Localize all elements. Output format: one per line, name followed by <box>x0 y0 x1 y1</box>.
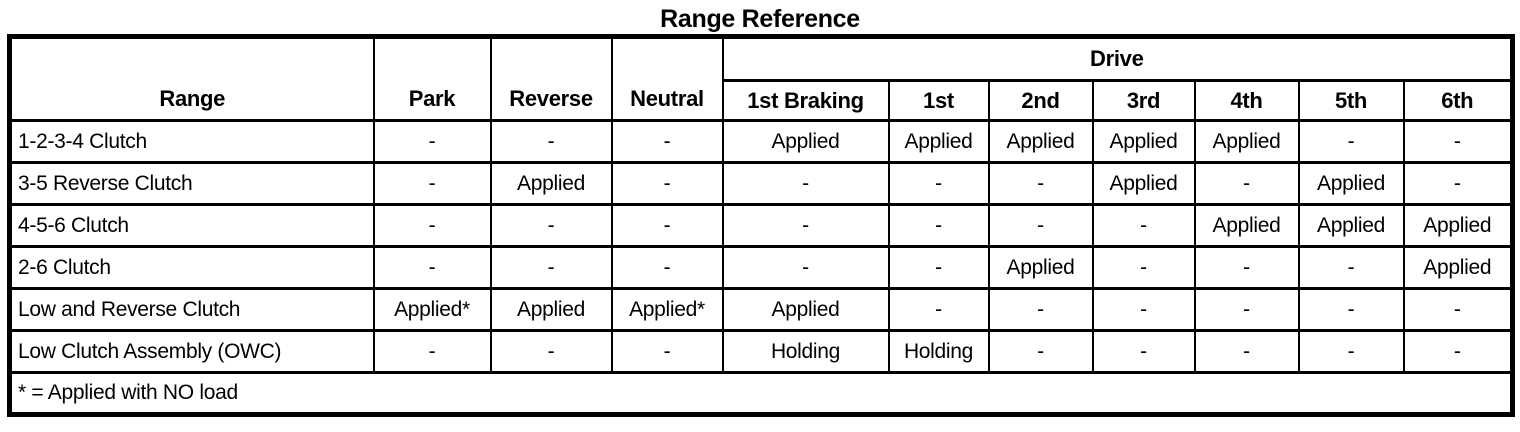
cell: - <box>489 203 613 248</box>
cell: - <box>1091 287 1196 332</box>
table-row: 2-6 Clutch - - - - - Applied - - - Appli… <box>8 245 1514 290</box>
column-header-2nd: 2nd <box>987 79 1094 122</box>
cell: - <box>610 161 724 206</box>
cell: - <box>372 329 492 374</box>
cell: Applied <box>987 119 1094 164</box>
cell: - <box>721 203 890 248</box>
cell: Applied <box>987 245 1094 290</box>
row-label: Low Clutch Assembly (OWC) <box>8 329 375 374</box>
cell: - <box>489 245 613 290</box>
cell: - <box>1091 245 1196 290</box>
cell: - <box>1402 329 1514 374</box>
cell: Applied <box>1402 203 1514 248</box>
cell: - <box>721 161 890 206</box>
cell: Applied <box>1091 161 1196 206</box>
footnote-text: * = Applied with NO load <box>8 371 1514 416</box>
row-label: 4-5-6 Clutch <box>8 203 375 248</box>
cell: - <box>1402 119 1514 164</box>
header-row-group: Range Park Reverse Neutral Drive <box>8 35 1514 122</box>
cell: Applied* <box>372 287 492 332</box>
cell: Applied <box>721 287 890 332</box>
cell: - <box>1297 287 1405 332</box>
cell: Applied <box>721 119 890 164</box>
cell: Applied <box>1091 119 1196 164</box>
column-header-range: Range <box>8 35 375 122</box>
cell: - <box>372 119 492 164</box>
cell: - <box>1297 329 1405 374</box>
cell: - <box>1402 287 1514 332</box>
cell: Applied <box>1297 203 1405 248</box>
cell: - <box>887 287 990 332</box>
cell: Applied <box>489 287 613 332</box>
cell: - <box>887 203 990 248</box>
cell: - <box>1297 245 1405 290</box>
cell: - <box>987 161 1094 206</box>
cell: - <box>1193 245 1300 290</box>
table-row: 3-5 Reverse Clutch - Applied - - - - App… <box>8 161 1514 206</box>
cell: - <box>1193 287 1300 332</box>
cell: - <box>887 161 990 206</box>
column-group-header-drive: Drive <box>721 35 1514 82</box>
cell: - <box>489 329 613 374</box>
row-label: 3-5 Reverse Clutch <box>8 161 375 206</box>
cell: - <box>610 329 724 374</box>
cell: - <box>372 203 492 248</box>
cell: - <box>1091 203 1196 248</box>
row-label: 2-6 Clutch <box>8 245 375 290</box>
table-row: 1-2-3-4 Clutch - - - Applied Applied App… <box>8 119 1514 164</box>
cell: - <box>721 245 890 290</box>
column-header-1st-braking: 1st Braking <box>721 79 890 122</box>
cell: - <box>1193 161 1300 206</box>
row-label: 1-2-3-4 Clutch <box>8 119 375 164</box>
cell: Applied <box>1193 119 1300 164</box>
column-header-park: Park <box>372 35 492 122</box>
row-label: Low and Reverse Clutch <box>8 287 375 332</box>
cell: - <box>987 329 1094 374</box>
table-row: Low and Reverse Clutch Applied* Applied … <box>8 287 1514 332</box>
page-title: Range Reference <box>660 5 860 33</box>
cell: Applied <box>887 119 990 164</box>
cell: - <box>610 119 724 164</box>
column-header-6th: 6th <box>1402 79 1514 122</box>
cell: - <box>1402 161 1514 206</box>
table-row: Low Clutch Assembly (OWC) - - - Holding … <box>8 329 1514 374</box>
cell: - <box>887 245 990 290</box>
cell: - <box>1297 119 1405 164</box>
cell: Applied <box>1297 161 1405 206</box>
column-header-4th: 4th <box>1193 79 1300 122</box>
cell: - <box>372 245 492 290</box>
column-header-5th: 5th <box>1297 79 1405 122</box>
header-row-drive-sub: 1st Braking 1st 2nd 3rd 4th 5th 6th <box>10 79 1514 122</box>
footnote-row: * = Applied with NO load <box>8 371 1514 416</box>
cell: Applied <box>1402 245 1514 290</box>
cell: Applied <box>1193 203 1300 248</box>
cell: Holding <box>887 329 990 374</box>
column-header-3rd: 3rd <box>1091 79 1196 122</box>
cell: Applied* <box>610 287 724 332</box>
cell: - <box>610 203 724 248</box>
table-row: 4-5-6 Clutch - - - - - - - Applied Appli… <box>8 203 1514 248</box>
cell: Applied <box>489 161 613 206</box>
cell: - <box>372 161 492 206</box>
cell: - <box>1091 329 1196 374</box>
cell: - <box>489 119 613 164</box>
range-reference-table: Range Park Reverse Neutral Drive 1st Bra… <box>7 34 1516 417</box>
column-header-reverse: Reverse <box>489 35 613 122</box>
column-header-1st: 1st <box>887 79 990 122</box>
cell: - <box>987 203 1094 248</box>
cell: - <box>1193 329 1300 374</box>
cell: - <box>610 245 724 290</box>
cell: Holding <box>721 329 890 374</box>
cell: - <box>987 287 1094 332</box>
column-header-neutral: Neutral <box>610 35 724 122</box>
